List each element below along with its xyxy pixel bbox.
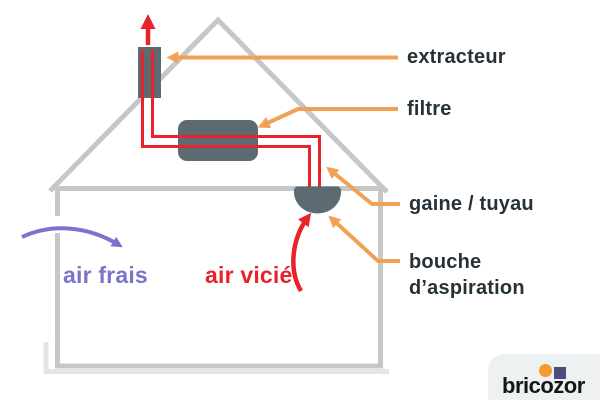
label-gaine-tuyau: gaine / tuyau: [409, 193, 534, 215]
label-filtre: filtre: [407, 98, 452, 120]
label-bouche-aspiration: bouche d’aspiration: [409, 249, 525, 301]
label-air-vicie: air vicié: [205, 262, 293, 288]
roof-outline: [48, 16, 389, 194]
pointer-filtre-arrow-icon: [257, 107, 398, 128]
logo-square-icon: [554, 367, 566, 379]
pointer-gaine-arrow-icon: [326, 166, 400, 206]
curved-right-arrow-icon: [21, 226, 123, 248]
label-extracteur: extracteur: [407, 46, 506, 68]
pointer-bouche-arrow-icon: [328, 215, 400, 263]
wall-air-inlet-gap: [52, 216, 60, 233]
brand-logo: bricozor: [488, 354, 600, 400]
duct-line-inner: [151, 50, 321, 188]
logo-dot-icon: [539, 364, 552, 377]
brand-logo-text: bricozor: [502, 373, 585, 398]
curved-up-arrow-icon: [291, 212, 312, 293]
room-outline: [55, 186, 383, 369]
label-air-frais: air frais: [63, 262, 148, 288]
label-bouche-line1: bouche: [409, 251, 482, 273]
house-shadow: [43, 342, 389, 374]
filter-unit: [178, 120, 258, 161]
suction-vent: [294, 186, 341, 214]
duct-line-outer: [141, 50, 311, 188]
label-bouche-line2: d’aspiration: [409, 277, 525, 299]
